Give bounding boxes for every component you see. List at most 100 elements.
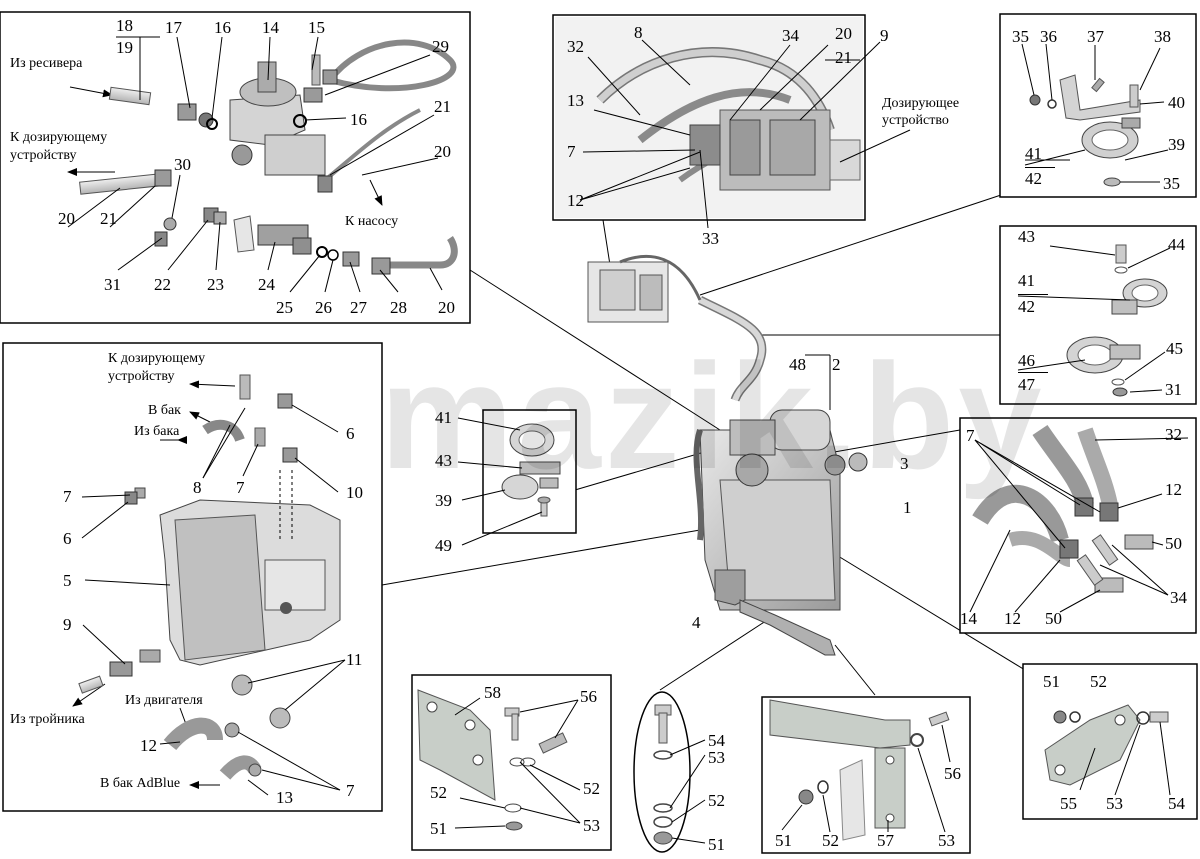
part-label-20-dosing: 20	[835, 24, 852, 43]
part-label-47: 47	[1018, 375, 1035, 394]
part-label-37: 37	[1087, 27, 1104, 46]
part-label-41-clamp2: 41	[1018, 271, 1035, 290]
panel3-drawing	[1021, 43, 1169, 187]
part-label-58: 58	[484, 683, 501, 702]
part-label-27: 27	[350, 298, 367, 317]
part-label-9-left: 9	[63, 615, 72, 634]
part-label-9-dosing: 9	[880, 26, 889, 45]
part-label-50b-right: 50	[1045, 609, 1062, 628]
panel5-drawing	[457, 417, 561, 546]
part-label-31: 31	[104, 275, 121, 294]
part-label-32-right: 32	[1165, 425, 1182, 444]
part-label-5: 5	[63, 571, 72, 590]
part-label-14: 14	[262, 18, 279, 37]
panel-bolt-stack	[633, 691, 691, 853]
part-label-50-right: 50	[1165, 534, 1182, 553]
panel7-drawing	[969, 424, 1189, 613]
part-label-52-b4: 52	[1090, 672, 1107, 691]
part-label-33: 33	[702, 229, 719, 248]
part-label-42-clamp: 42	[1025, 169, 1042, 188]
part-label-6-left: 6	[63, 529, 72, 548]
part-label-56-b1: 56	[580, 687, 597, 706]
part-label-21: 21	[434, 97, 451, 116]
note-from-receiver: Из ресивера	[10, 56, 83, 71]
note-from-engine: Из двигателя	[125, 693, 203, 708]
part-label-19: 19	[116, 38, 133, 57]
part-label-6-top: 6	[346, 424, 355, 443]
part-label-3: 3	[900, 454, 909, 473]
part-label-55: 55	[1060, 794, 1077, 813]
panel1-drawing	[67, 36, 458, 293]
part-label-7-left: 7	[63, 487, 72, 506]
part-label-2: 2	[832, 355, 841, 374]
part-label-57: 57	[877, 831, 894, 850]
part-label-12b-right: 12	[1004, 609, 1021, 628]
part-label-24: 24	[258, 275, 275, 294]
part-label-1: 1	[903, 498, 912, 517]
part-label-10: 10	[346, 483, 363, 502]
main-assembly	[587, 254, 868, 656]
note-to-dosing-left-line2: устройству	[108, 369, 175, 384]
part-label-40: 40	[1168, 93, 1185, 112]
part-label-25: 25	[276, 298, 293, 317]
note-dosing-device-line2: устройство	[882, 113, 949, 128]
part-label-22: 22	[154, 275, 171, 294]
part-label-7-bottom: 7	[346, 781, 355, 800]
part-label-20b: 20	[58, 209, 75, 228]
part-label-16: 16	[214, 18, 231, 37]
part-label-13-left: 13	[276, 788, 293, 807]
part-label-12-left: 12	[140, 736, 157, 755]
part-label-16b: 16	[350, 110, 367, 129]
part-label-11: 11	[346, 650, 363, 669]
part-label-52b-b1: 52	[430, 783, 447, 802]
part-label-49: 49	[435, 536, 452, 555]
part-label-41-mid: 41	[435, 408, 452, 427]
note-to-dosing-left-line1: К дозирующему	[108, 351, 206, 366]
part-label-29: 29	[432, 37, 449, 56]
note-to-tank: В бак	[148, 403, 181, 418]
part-label-18: 18	[116, 16, 133, 35]
part-label-53-b1: 53	[583, 816, 600, 835]
note-to-dosing-unit-line2: устройству	[10, 148, 77, 163]
panel-clamp-1	[999, 13, 1197, 198]
part-label-7-dosing: 7	[567, 142, 576, 161]
note-from-tank: Из бака	[134, 424, 180, 439]
note-from-tee: Из тройника	[10, 712, 85, 727]
part-label-53-b2: 53	[708, 748, 725, 767]
part-label-41-clamp: 41	[1025, 144, 1042, 163]
panel11-drawing	[1044, 704, 1171, 796]
part-label-20: 20	[434, 142, 451, 161]
note-dosing-device-line1: Дозирующее	[882, 96, 960, 111]
watermark: mazik.by	[380, 332, 1046, 500]
part-label-53-b3: 53	[938, 831, 955, 850]
part-label-51-b1: 51	[430, 819, 447, 838]
panel6-drawing	[72, 374, 346, 796]
part-label-38: 38	[1154, 27, 1171, 46]
panel-clamp-2	[999, 225, 1197, 405]
part-label-35: 35	[1012, 27, 1029, 46]
part-label-43-mid: 43	[435, 451, 452, 470]
part-label-51-b2: 51	[708, 835, 725, 854]
part-label-42-clamp2: 42	[1018, 297, 1035, 316]
part-label-30: 30	[174, 155, 191, 174]
part-label-34-right: 34	[1170, 588, 1187, 607]
panel2-drawing	[555, 17, 911, 229]
part-label-12-right: 12	[1165, 480, 1182, 499]
part-label-52-b3: 52	[822, 831, 839, 850]
part-label-48: 48	[789, 355, 806, 374]
part-label-21-dosing: 21	[835, 48, 852, 67]
part-label-54-b4: 54	[1168, 794, 1185, 813]
part-label-7-top: 7	[236, 478, 245, 497]
part-label-51-b3: 51	[775, 831, 792, 850]
part-label-26: 26	[315, 298, 332, 317]
part-label-34: 34	[782, 26, 799, 45]
part-label-20c: 20	[438, 298, 455, 317]
part-label-31-clamp2: 31	[1165, 380, 1182, 399]
part-label-23: 23	[207, 275, 224, 294]
panel-receiver-fittings	[0, 11, 471, 324]
part-label-51-b4: 51	[1043, 672, 1060, 691]
part-label-8-left: 8	[193, 478, 202, 497]
part-label-44: 44	[1168, 235, 1185, 254]
